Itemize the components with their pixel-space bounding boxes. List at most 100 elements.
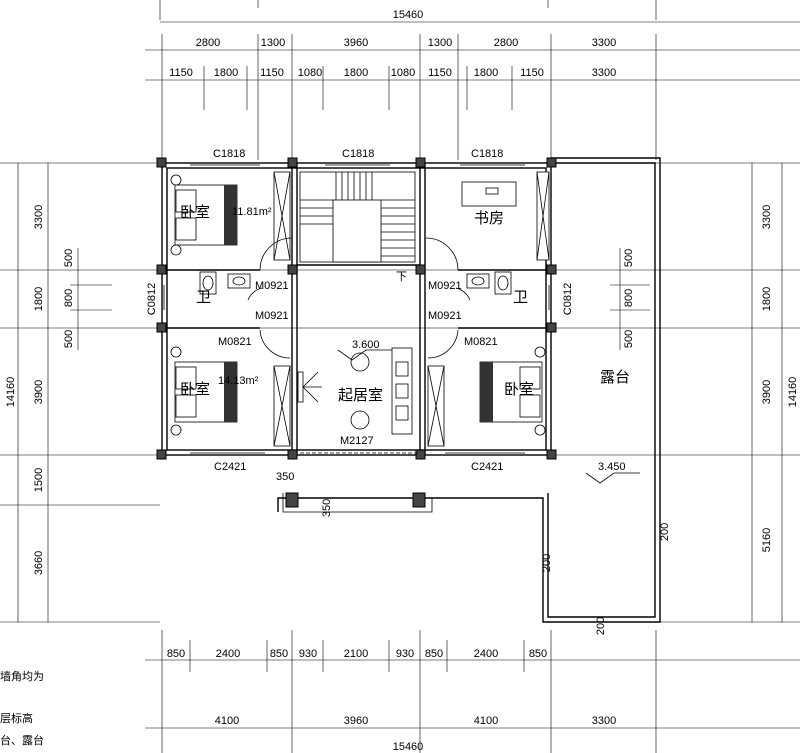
- door-label-m0921-b: M0921: [255, 310, 289, 322]
- note-line-2: 层标高: [0, 711, 33, 725]
- notes: 墙角均为 层标高 台、露台: [0, 669, 44, 747]
- dim-200-b: 200: [541, 554, 553, 572]
- door-label-m0921-a: M0921: [255, 280, 289, 292]
- window-label-top-right: C1818: [471, 148, 503, 160]
- top-dim-2: 1300: [261, 37, 285, 49]
- right-dim-1: 3300: [761, 205, 773, 229]
- window-label-bottom-right: C2421: [471, 461, 503, 473]
- columns: [156, 157, 557, 508]
- left-dim-4: 1500: [33, 468, 45, 492]
- right-inner-dim-2: 800: [623, 289, 635, 307]
- left-dim-5: 3660: [33, 551, 45, 575]
- door-swings: [247, 237, 471, 359]
- bottom-dim-8: 2400: [474, 648, 498, 660]
- window-marks: [163, 164, 550, 454]
- bottom-dim-5: 2100: [344, 648, 368, 660]
- right-inner-dim-3: 500: [623, 330, 635, 348]
- bottom-dim2-4: 3300: [592, 715, 616, 727]
- right-total-dim: 14160: [787, 377, 799, 408]
- walls: [161, 157, 661, 623]
- room-label-study: 书房: [474, 210, 504, 227]
- bottom-dim-4: 930: [299, 648, 317, 660]
- terrace-elevation: 3.450: [598, 461, 626, 473]
- room-label-living: 起居室: [338, 387, 383, 404]
- door-label-m0921-d: M0921: [428, 310, 462, 322]
- top-total-dim: 15460: [393, 9, 424, 21]
- window-label-top-mid: C1818: [342, 148, 374, 160]
- wardrobes: [273, 171, 550, 447]
- room-labels: 卧室 11.81m² 卧室 14.13m² 卧室 书房 卫 卫 起居室 露台: [180, 204, 630, 404]
- misc-dims: 350 350 200 200 200: [276, 471, 671, 635]
- left-dim-1: 3300: [33, 205, 45, 229]
- bottom-dim-9: 850: [529, 648, 547, 660]
- door-labels: M0921 M0921 M0921 M0921 M0821 M0821 M212…: [218, 280, 498, 447]
- top-dim2-2: 1800: [214, 67, 238, 79]
- room-label-terrace: 露台: [600, 369, 630, 386]
- door-label-m0921-c: M0921: [428, 280, 462, 292]
- bottom-dim2-2: 3960: [344, 715, 368, 727]
- top-dim2-10: 3300: [592, 67, 616, 79]
- window-labels: C1818 C1818 C1818 C2421 C2421 C0812 C081…: [146, 148, 574, 473]
- window-label-top-left: C1818: [213, 148, 245, 160]
- top-dim2-9: 1150: [520, 67, 544, 79]
- dim-200-c: 200: [595, 617, 607, 635]
- door-label-m0821-left: M0821: [218, 336, 252, 348]
- room-label-bedroom-bl: 卧室: [180, 381, 210, 398]
- top-dim2-6: 1080: [391, 67, 415, 79]
- note-line-3: 台、露台: [0, 733, 44, 747]
- bath-fixtures: [199, 271, 512, 295]
- top-dim-3: 3960: [344, 37, 368, 49]
- bottom-dim-1: 850: [167, 648, 185, 660]
- top-dim2-4: 1080: [298, 67, 322, 79]
- study-desk: [461, 181, 517, 207]
- left-dim-2: 1800: [33, 287, 45, 311]
- top-dim-6: 3300: [592, 37, 616, 49]
- note-line-1: 墙角均为: [0, 669, 44, 683]
- top-dim-5: 2800: [494, 37, 518, 49]
- room-label-bath-left: 卫: [196, 289, 211, 306]
- room-label-bedroom-r: 卧室: [504, 381, 534, 398]
- bottom-dim2-1: 4100: [215, 715, 239, 727]
- room-label-bath-right: 卫: [513, 289, 528, 306]
- dim-350-v: 350: [321, 499, 333, 517]
- stair-down-label: 下: [396, 271, 407, 283]
- top-dim-1: 2800: [196, 37, 220, 49]
- right-inner-dim-1: 500: [623, 249, 635, 267]
- door-label-m0821-right: M0821: [464, 336, 498, 348]
- right-dim-2: 1800: [761, 287, 773, 311]
- window-label-side-left: C0812: [146, 283, 158, 315]
- left-inner-dim-3: 500: [63, 330, 75, 348]
- left-total-dim: 14160: [5, 377, 17, 408]
- dim-350-h: 350: [276, 471, 294, 483]
- bottom-dim-3: 850: [270, 648, 288, 660]
- left-inner-dim-1: 500: [63, 249, 75, 267]
- bottom-dim-2: 2400: [216, 648, 240, 660]
- room-area-bedroom-bl: 14.13m²: [218, 375, 259, 387]
- stairs: 下: [299, 171, 416, 283]
- top-dim2-8: 1800: [474, 67, 498, 79]
- top-dim2-3: 1150: [260, 67, 284, 79]
- living-furniture: [297, 347, 413, 435]
- elevation-markers: 3.600 3.450: [337, 339, 640, 484]
- left-dim-3: 3900: [33, 380, 45, 404]
- top-dim-4: 1300: [428, 37, 452, 49]
- room-label-bedroom-tl: 卧室: [180, 204, 210, 221]
- left-inner-dim-2: 800: [63, 289, 75, 307]
- dim-200-a: 200: [659, 523, 671, 541]
- bottom-dim-7: 850: [425, 648, 443, 660]
- bottom-total-dim: 15460: [393, 741, 424, 753]
- bottom-dim2-3: 4100: [474, 715, 498, 727]
- living-elevation: 3.600: [352, 339, 380, 351]
- right-dim-3: 3900: [761, 380, 773, 404]
- dimension-texts: 15460 2800 1300 3960 1300 2800 3300 1150…: [5, 9, 799, 753]
- top-dim2-5: 1800: [344, 67, 368, 79]
- window-label-bottom-left: C2421: [214, 461, 246, 473]
- door-label-m2127: M2127: [340, 435, 374, 447]
- top-dim2-7: 1150: [428, 67, 452, 79]
- bottom-dim-6: 930: [396, 648, 414, 660]
- room-area-bedroom-tl: 11.81m²: [232, 206, 272, 218]
- beds: [170, 174, 546, 436]
- top-dim2-1: 1150: [169, 67, 193, 79]
- right-dim-4: 5160: [761, 528, 773, 552]
